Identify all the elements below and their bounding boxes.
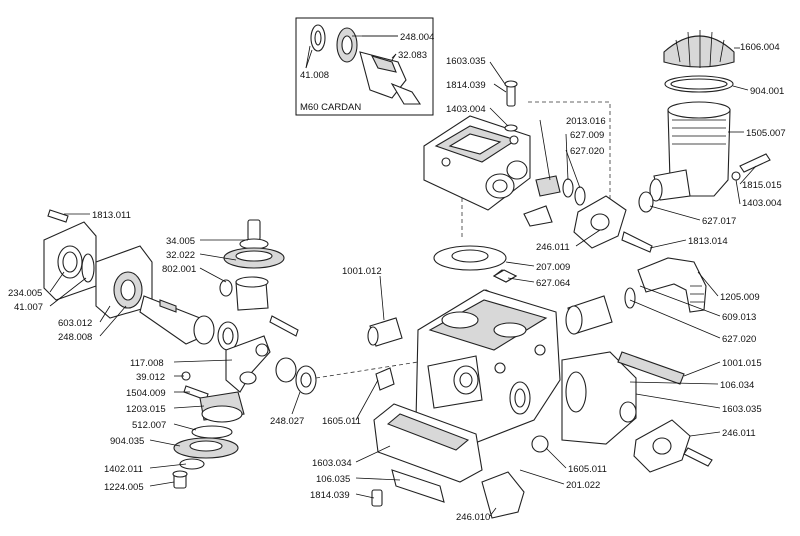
valve-handle-top [573,195,653,253]
pump-body [415,245,561,453]
label-1224-005: 1224.005 [104,482,144,493]
label-246-011-top: 246.011 [536,242,570,253]
label-1505-007: 1505.007 [746,128,786,139]
label-34-005: 34.005 [166,236,195,247]
label-248-027: 248.027 [270,416,304,427]
check-valve-group [523,175,586,227]
part-labels: 248.004 32.083 41.008 1603.035 1814.039 … [8,32,786,523]
label-1815-015: 1815.015 [742,180,782,191]
label-1813-014: 1813.014 [688,236,728,247]
label-106-035: 106.035 [316,474,350,485]
label-904-001: 904.001 [750,86,784,97]
label-1813-011: 1813.011 [92,210,131,221]
label-609-013: 609.013 [722,312,756,323]
label-802-001: 802.001 [162,264,196,275]
label-234-005: 234.005 [8,288,42,299]
label-1603-035-right: 1603.035 [722,404,762,415]
label-1402-011: 1402.011 [104,464,143,475]
label-2013-016: 2013.016 [566,116,606,127]
label-39-012: 39.012 [136,372,165,383]
label-1603-034: 1603.034 [312,458,352,469]
label-246-010: 246.010 [456,512,490,523]
label-1001-015: 1001.015 [722,358,762,369]
label-627-020-top: 627.020 [570,146,604,157]
label-1605-011-right: 1605.011 [568,464,607,475]
label-1504-009: 1504.009 [126,388,166,399]
label-1605-011-left: 1605.011 [322,416,361,427]
left-shaft-assembly [43,209,239,351]
air-chamber [638,30,771,213]
label-248-008: 248.008 [58,332,92,343]
label-32-083: 32.083 [398,50,427,61]
label-1603-035-top: 1603.035 [446,56,486,67]
label-1814-039-top: 1814.039 [446,80,486,91]
label-627-064: 627.064 [536,278,570,289]
label-201-022: 201.022 [566,480,600,491]
leader-lines [49,35,757,517]
label-627-020-mid: 627.020 [722,334,756,345]
label-106-034: 106.034 [720,380,754,391]
inset-caption: M60 CARDAN [300,102,361,113]
label-1001-012: 1001.012 [342,266,382,277]
piston-group [219,219,299,393]
label-627-009: 627.009 [570,130,604,141]
label-1606-004: 1606.004 [740,42,780,53]
label-246-011-right: 246.011 [722,428,756,439]
label-1403-004-right: 1403.004 [742,198,782,209]
label-248-004: 248.004 [400,32,434,43]
label-1814-039-bottom: 1814.039 [310,490,350,501]
bottom-cover [371,403,549,519]
label-41-008: 41.008 [300,70,329,81]
label-1205-009: 1205.009 [720,292,760,303]
label-1203-015: 1203.015 [126,404,166,415]
label-207-009: 207.009 [536,262,570,273]
label-117-008: 117.008 [130,358,164,369]
valve-handle-right [633,419,713,473]
label-627-017: 627.017 [702,216,736,227]
lower-left-stack [172,371,245,489]
valve-cover [423,80,531,211]
inset-cardan: M60 CARDAN [295,17,434,116]
label-41-007: 41.007 [14,302,43,313]
label-32-022: 32.022 [166,250,195,261]
label-1403-004-top: 1403.004 [446,104,486,115]
label-904-035: 904.035 [110,436,144,447]
right-manifold [561,257,707,445]
label-603-012: 603.012 [58,318,92,329]
label-512-007: 512.007 [132,420,166,431]
